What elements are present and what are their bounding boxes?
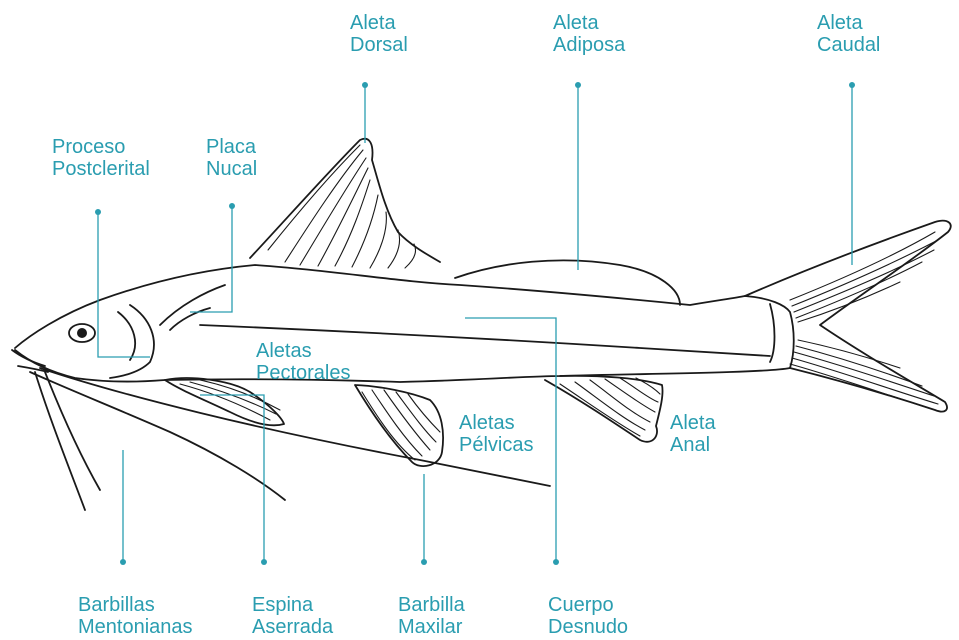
fish-body — [12, 265, 794, 382]
label-line: Aletas — [256, 340, 351, 362]
label-line: Anal — [670, 434, 716, 456]
label-line: Barbillas — [78, 594, 193, 616]
label-line: Maxilar — [398, 616, 465, 638]
label-barbilla-maxilar: Barbilla Maxilar — [398, 594, 465, 638]
label-line: Nucal — [206, 158, 257, 180]
label-cuerpo-desnudo: Cuerpo Desnudo — [548, 594, 628, 638]
label-line: Mentonianas — [78, 616, 193, 638]
label-barbillas-mentonianas: Barbillas Mentonianas — [78, 594, 193, 638]
label-line: Dorsal — [350, 34, 408, 56]
label-line: Aleta — [553, 12, 625, 34]
label-line: Caudal — [817, 34, 880, 56]
label-aletas-pelvicas: Aletas Pélvicas — [459, 412, 533, 456]
label-line: Placa — [206, 136, 257, 158]
label-aleta-adiposa: Aleta Adiposa — [553, 12, 625, 56]
label-proceso-postclerital: Proceso Postclerital — [52, 136, 150, 180]
label-line: Aletas — [459, 412, 533, 434]
label-line: Espina — [252, 594, 333, 616]
pelvic-fin — [355, 385, 443, 466]
caudal-fin — [745, 221, 951, 412]
label-line: Adiposa — [553, 34, 625, 56]
label-aleta-anal: Aleta Anal — [670, 412, 716, 456]
label-line: Aserrada — [252, 616, 333, 638]
label-line: Desnudo — [548, 616, 628, 638]
label-line: Postclerital — [52, 158, 150, 180]
dorsal-fin — [250, 139, 440, 268]
anal-fin — [545, 376, 663, 442]
label-placa-nucal: Placa Nucal — [206, 136, 257, 180]
label-line: Pélvicas — [459, 434, 533, 456]
label-aleta-dorsal: Aleta Dorsal — [350, 12, 408, 56]
label-aleta-caudal: Aleta Caudal — [817, 12, 880, 56]
label-line: Proceso — [52, 136, 150, 158]
label-espina-aserrada: Espina Aserrada — [252, 594, 333, 638]
label-aletas-pectorales: Aletas Pectorales — [256, 340, 351, 384]
label-line: Aleta — [350, 12, 408, 34]
adipose-fin — [455, 260, 680, 305]
label-line: Barbilla — [398, 594, 465, 616]
label-line: Pectorales — [256, 362, 351, 384]
label-line: Aleta — [817, 12, 880, 34]
label-line: Cuerpo — [548, 594, 628, 616]
label-line: Aleta — [670, 412, 716, 434]
